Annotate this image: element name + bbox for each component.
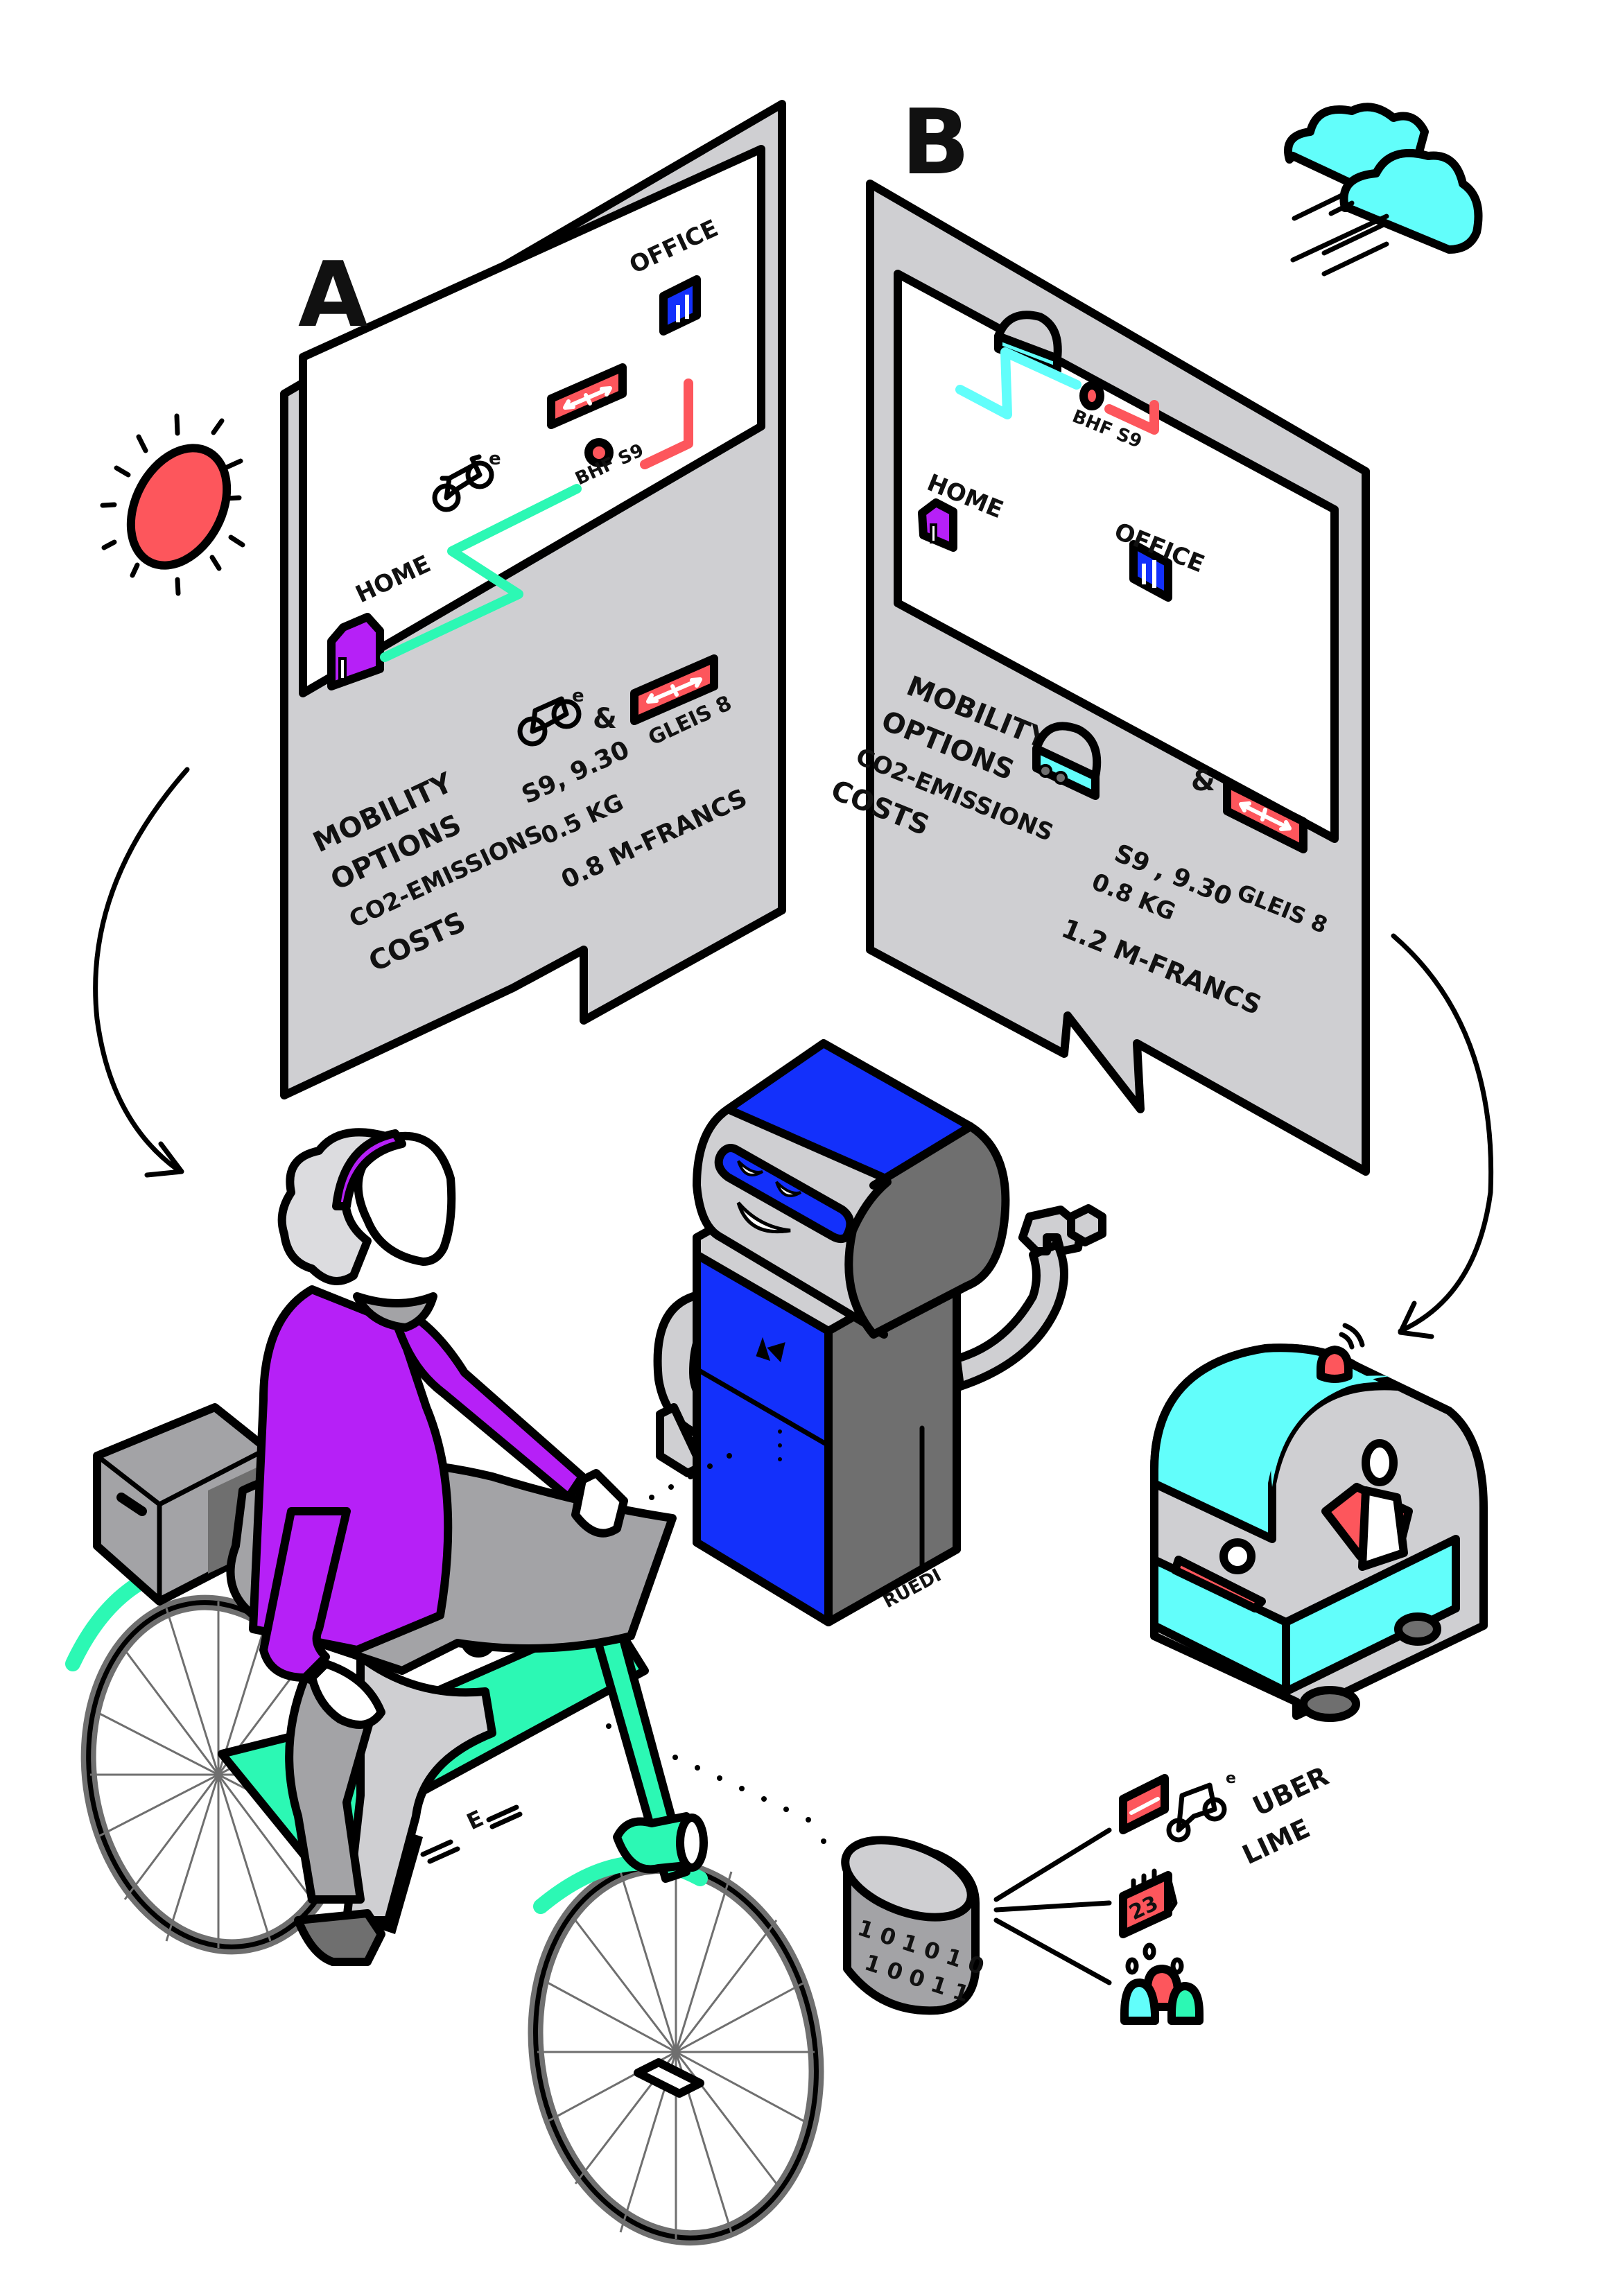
robot-ruedi: RUEDI	[653, 1039, 1106, 1626]
arrow-to-cyclist-icon	[93, 767, 190, 1178]
ebike-route-line	[380, 484, 582, 662]
option-a-letter: A	[298, 242, 368, 347]
robot-head	[693, 1039, 1010, 1339]
option-a-panel: e HOME OFFICE BHF S9 A MOBILITY OPTIONS …	[280, 100, 786, 1099]
office-building-icon	[659, 275, 701, 336]
front-wheel	[528, 1858, 824, 2246]
sun-icon	[100, 413, 245, 596]
data-source-transport: e UBER LIME	[1119, 1761, 1333, 1870]
station-dot	[1079, 381, 1104, 410]
a-options-connector: &	[593, 703, 617, 735]
siren-light-icon	[1317, 1323, 1365, 1383]
bike-frame-label: E	[462, 1805, 487, 1836]
robot-right-arm	[953, 1204, 1106, 1391]
robot-eyes	[737, 1160, 802, 1197]
train-route-line	[1104, 400, 1159, 435]
option-b-panel: HOME OFFICE BHF S9 B MOBILITY OPTIONS CO…	[826, 89, 1370, 1176]
bowtie-icon	[756, 1337, 785, 1363]
arrow-to-shuttle-icon	[1391, 933, 1494, 1339]
option-b-letter: B	[901, 89, 970, 195]
provider-lime: LIME	[1237, 1813, 1314, 1870]
passenger-head	[1219, 1538, 1256, 1574]
map-a-ebike-superscript: e	[489, 449, 501, 469]
nut-icon	[1067, 1204, 1106, 1246]
robot-buttons	[778, 1429, 782, 1461]
station-dot	[584, 438, 614, 467]
a-ebike-icon	[517, 696, 582, 747]
calendar-icon: 23	[1119, 1868, 1178, 1938]
people-group-icon	[1120, 1942, 1204, 2025]
autonomous-shuttle	[1150, 1323, 1488, 1722]
sources-ebike-superscript: e	[1226, 1770, 1236, 1787]
b-train-sign-icon	[1223, 779, 1307, 853]
headband	[332, 1129, 406, 1210]
shuttle-route-line	[955, 347, 1081, 419]
cyclist-with-ebike: E	[65, 1128, 824, 2246]
provider-uber: UBER	[1248, 1761, 1333, 1822]
a-ebike-superscript: e	[572, 686, 584, 706]
rain-cloud-icon	[1284, 103, 1483, 277]
b-options-connector: &	[1191, 765, 1215, 797]
robot-smile	[736, 1201, 791, 1234]
train-sign-icon	[547, 363, 627, 429]
wrench-icon	[1018, 1206, 1086, 1255]
shoe	[294, 1909, 385, 1966]
a-train-sign-icon	[630, 654, 718, 725]
office-building-icon	[1129, 540, 1172, 602]
ebike-icon	[432, 454, 494, 512]
database-cylinder-icon: 1 0 1 0 1 0 1 0 0 1 1	[841, 1827, 1112, 2015]
woman-cyclist	[226, 1128, 677, 1966]
ebike-icon	[1166, 1782, 1227, 1843]
bike-headlight	[613, 1812, 708, 1874]
passenger-head	[1362, 1439, 1398, 1486]
home-house-icon	[327, 613, 384, 690]
b-shuttle-icon	[1032, 722, 1102, 800]
train-route-line	[640, 379, 693, 469]
dotted-link-robot-bike	[649, 1453, 732, 1500]
home-house-icon	[918, 498, 957, 552]
